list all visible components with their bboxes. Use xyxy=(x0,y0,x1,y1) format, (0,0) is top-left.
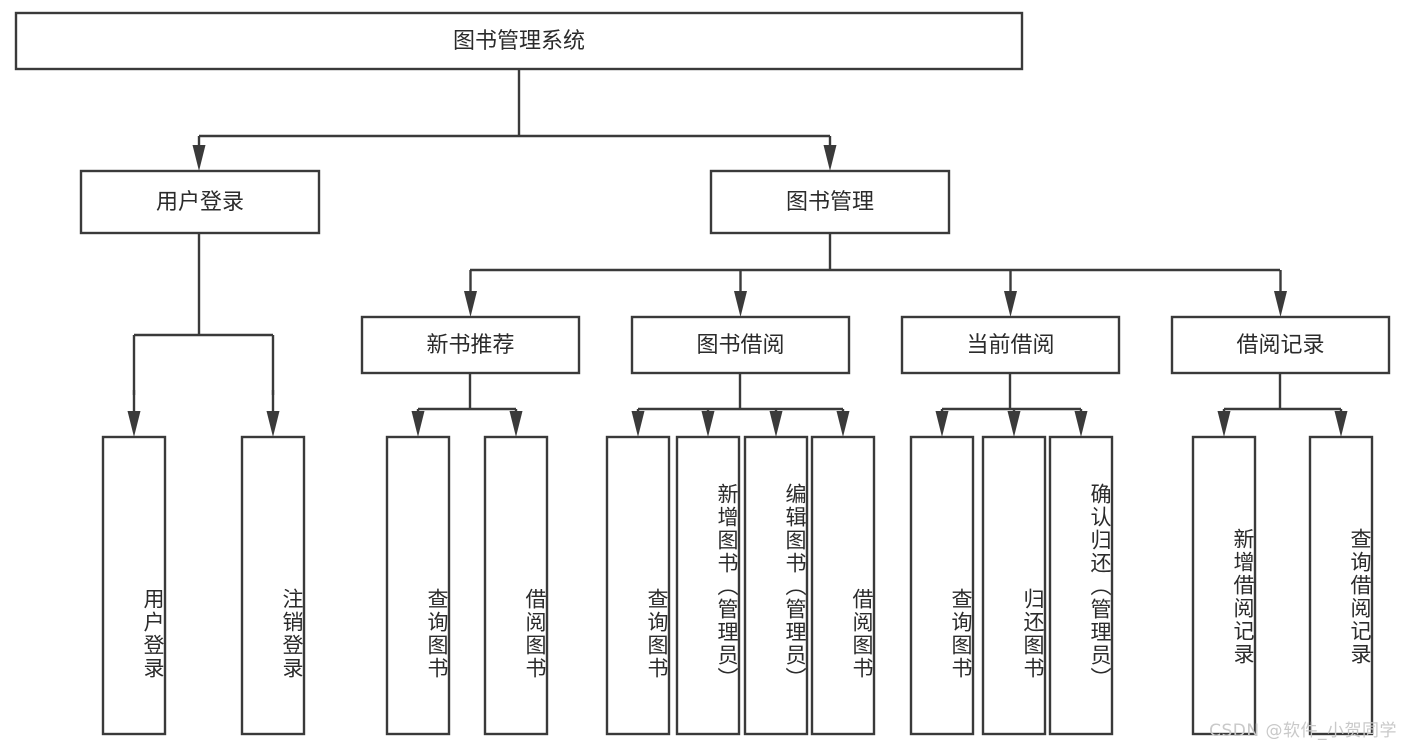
arrow-current-borrow-to-leaf-confirm-return-head xyxy=(1074,411,1088,437)
level3-node-book-borrow[interactable] xyxy=(630,315,851,375)
boxes-layer xyxy=(14,11,1391,736)
leaf-node-box-leaf-query-book-cur[interactable] xyxy=(909,435,975,736)
leaf-node-box-leaf-user-login[interactable] xyxy=(101,435,167,736)
watermark-text: CSDN @软件_小贺同学 xyxy=(1209,721,1397,741)
level3-node-current-borrow[interactable] xyxy=(900,315,1121,375)
leaf-node-leaf-confirm-return[interactable] xyxy=(1048,435,1114,736)
leaf-node-box-leaf-borrow-book-bor[interactable] xyxy=(810,435,876,736)
arrow-book-borrow-to-leaf-edit-book-head xyxy=(769,411,783,437)
level3-node-box-borrow-record[interactable] xyxy=(1170,315,1391,375)
leaf-node-box-leaf-confirm-return[interactable] xyxy=(1048,435,1114,736)
node-label-book-manage: 图书管理 xyxy=(786,190,874,215)
leaf-node-leaf-edit-book[interactable] xyxy=(743,435,809,736)
level2-node-user-login[interactable] xyxy=(79,169,321,235)
arrow-borrow-record-to-leaf-query-record-head xyxy=(1334,411,1348,437)
leaf-node-leaf-borrow-book-bor[interactable] xyxy=(810,435,876,736)
leaf-node-leaf-query-book-cur[interactable] xyxy=(909,435,975,736)
root-node-box-undefined[interactable] xyxy=(14,11,1024,71)
node-label-book-borrow: 图书借阅 xyxy=(696,333,784,358)
arrow-book-borrow-to-leaf-query-book-bor-head xyxy=(631,411,645,437)
root-node-undefined[interactable] xyxy=(14,11,1024,71)
arrow-root-to-user-login-head xyxy=(192,145,206,171)
leaf-node-box-leaf-query-record[interactable] xyxy=(1308,435,1374,736)
leaf-node-leaf-user-logout[interactable] xyxy=(240,435,306,736)
node-label-borrow-record: 借阅记录 xyxy=(1236,333,1324,358)
leaf-node-box-leaf-query-book-bor[interactable] xyxy=(605,435,671,736)
arrow-book-manage-to-new-book-recommend-head xyxy=(464,291,477,317)
leaf-node-leaf-add-book[interactable] xyxy=(675,435,741,736)
arrow-current-borrow-to-leaf-query-book-cur-head xyxy=(935,411,949,437)
level3-node-box-new-book-recommend[interactable] xyxy=(360,315,581,375)
leaf-node-leaf-query-book-bor[interactable] xyxy=(605,435,671,736)
node-label-new-book-recommend: 新书推荐 xyxy=(426,333,514,358)
level2-node-book-manage[interactable] xyxy=(709,169,951,235)
arrow-book-manage-to-borrow-record-head xyxy=(1274,291,1287,317)
leaf-node-box-leaf-user-logout[interactable] xyxy=(240,435,306,736)
node-label-user-login: 用户登录 xyxy=(156,190,244,215)
leaf-node-leaf-user-login[interactable] xyxy=(101,435,167,736)
level3-node-borrow-record[interactable] xyxy=(1170,315,1391,375)
arrow-root-to-book-manage-head xyxy=(823,145,837,171)
level3-node-box-book-borrow[interactable] xyxy=(630,315,851,375)
leaf-node-box-leaf-add-record[interactable] xyxy=(1191,435,1257,736)
leaf-node-leaf-add-record[interactable] xyxy=(1191,435,1257,736)
level2-node-box-book-manage[interactable] xyxy=(709,169,951,235)
leaf-node-box-leaf-borrow-book-rec[interactable] xyxy=(483,435,549,736)
level3-node-box-current-borrow[interactable] xyxy=(900,315,1121,375)
arrow-user-login-to-leaf-user-logout-head xyxy=(266,411,280,437)
arrow-book-manage-to-book-borrow-head xyxy=(734,291,747,317)
arrow-current-borrow-to-leaf-return-book-head xyxy=(1007,411,1021,437)
node-label-root: 图书管理系统 xyxy=(453,29,585,54)
leaf-node-leaf-query-book-rec[interactable] xyxy=(385,435,451,736)
arrow-book-borrow-to-leaf-add-book-head xyxy=(701,411,715,437)
leaf-node-box-leaf-edit-book[interactable] xyxy=(743,435,809,736)
leaf-node-box-leaf-add-book[interactable] xyxy=(675,435,741,736)
arrow-book-borrow-to-leaf-borrow-book-bor-head xyxy=(836,411,850,437)
arrow-user-login-to-leaf-user-login-head xyxy=(127,411,141,437)
node-label-current-borrow: 当前借阅 xyxy=(966,333,1054,358)
leaf-node-leaf-borrow-book-rec[interactable] xyxy=(483,435,549,736)
arrow-borrow-record-to-leaf-add-record-head xyxy=(1217,411,1231,437)
leaf-node-leaf-query-record[interactable] xyxy=(1308,435,1374,736)
leaf-node-box-leaf-query-book-rec[interactable] xyxy=(385,435,451,736)
level3-node-new-book-recommend[interactable] xyxy=(360,315,581,375)
arrow-book-manage-to-current-borrow-head xyxy=(1004,291,1017,317)
leaf-node-leaf-return-book[interactable] xyxy=(981,435,1047,736)
arrow-new-book-recommend-to-leaf-borrow-book-rec-head xyxy=(509,411,523,437)
connectors-layer xyxy=(127,69,1348,437)
level2-node-box-user-login[interactable] xyxy=(79,169,321,235)
leaf-node-box-leaf-return-book[interactable] xyxy=(981,435,1047,736)
arrow-new-book-recommend-to-leaf-query-book-rec-head xyxy=(411,411,425,437)
